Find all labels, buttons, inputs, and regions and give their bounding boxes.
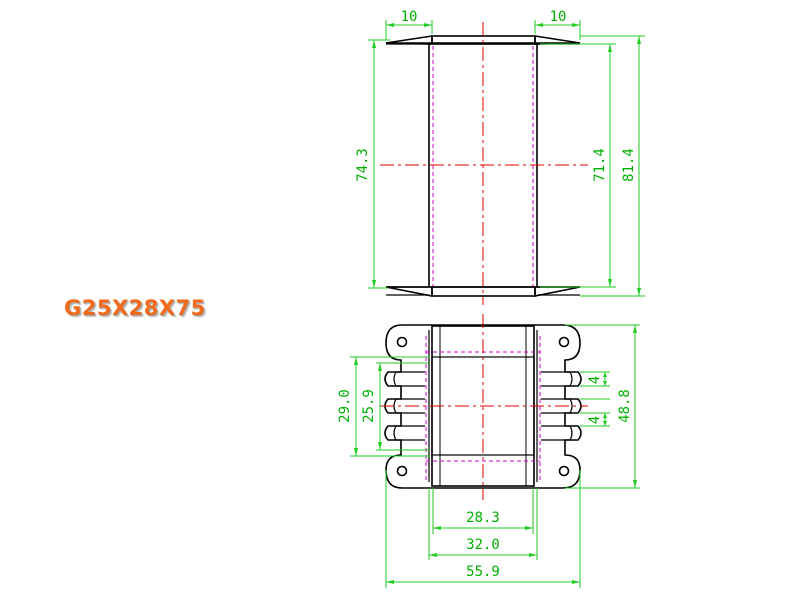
dim-top-left: 10 — [401, 9, 418, 25]
dimension-lines — [350, 20, 645, 588]
dim-pin-upper: 4 — [587, 376, 603, 384]
dim-pin-lower: 4 — [587, 416, 603, 424]
dim-outer-right: 81.4 — [621, 148, 637, 182]
dim-height-right: 48.8 — [617, 389, 633, 423]
part-title: G25X28X75 — [64, 296, 206, 320]
dim-left-inner: 25.9 — [361, 389, 377, 423]
dim-inner-right: 71.4 — [592, 148, 608, 182]
dim-height-left: 74.3 — [355, 148, 371, 182]
dim-width-mid: 32.0 — [466, 537, 500, 553]
center-lines — [380, 22, 588, 500]
dim-top-right: 10 — [550, 9, 567, 25]
dim-width-outer: 55.9 — [466, 564, 500, 580]
dim-width-inner: 28.3 — [466, 510, 500, 526]
dim-left-outer: 29.0 — [337, 389, 353, 423]
